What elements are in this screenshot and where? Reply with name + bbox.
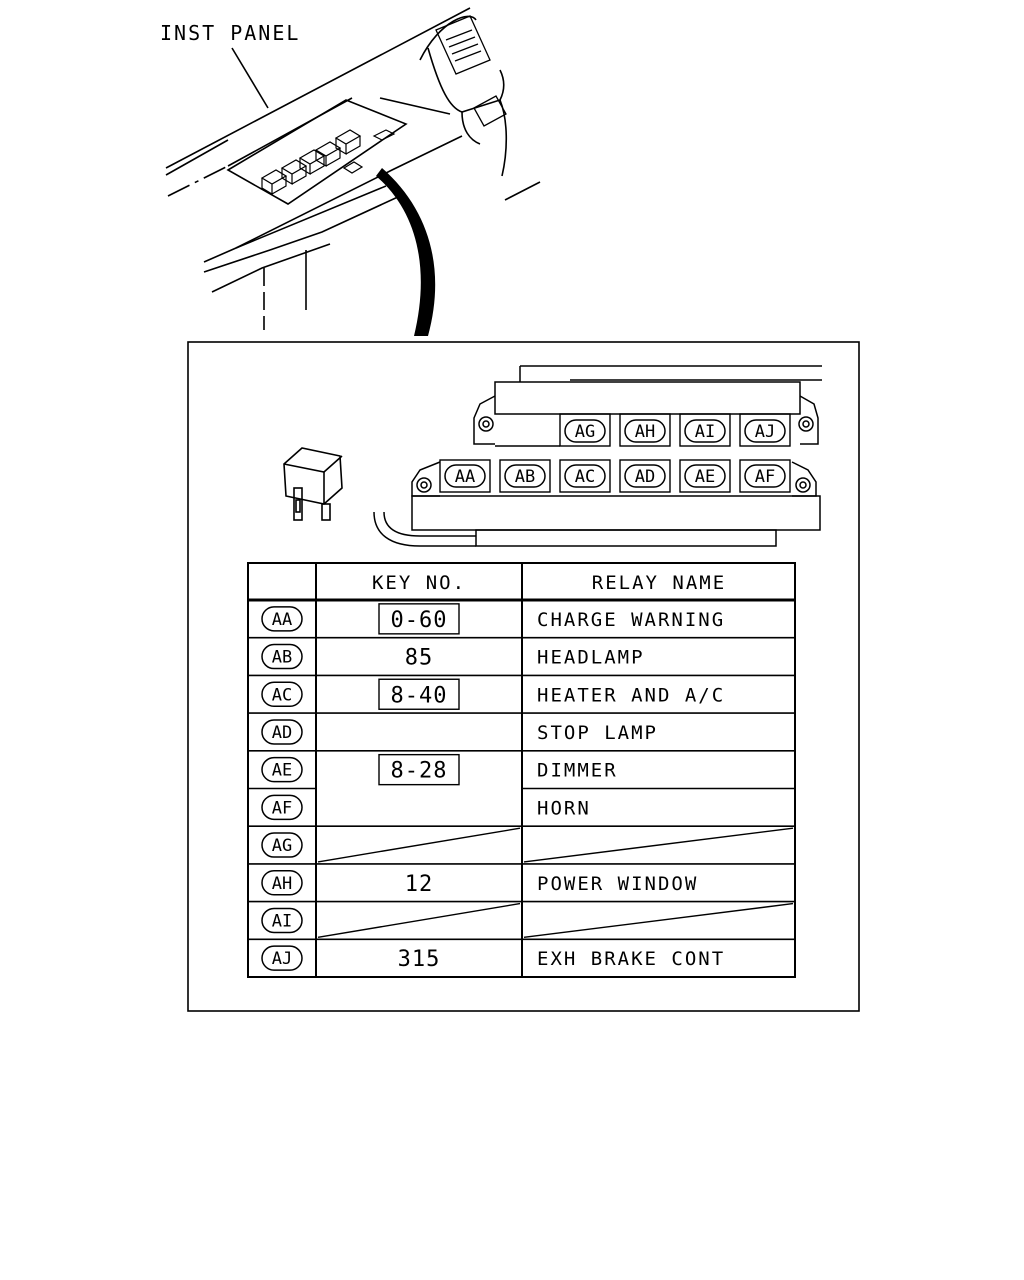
panel-label: INST PANEL [160, 21, 300, 45]
relay-name-value: EXH BRAKE CONT [537, 948, 725, 970]
key-no-value: 8-40 [391, 683, 448, 708]
instrument-panel-sketch [165, 7, 541, 330]
row-code-ae-label: AE [272, 761, 292, 781]
row-code-ab: AB [261, 643, 303, 670]
relay-name-value: HEATER AND A/C [537, 684, 725, 706]
relay-slot-aa: AA [444, 464, 486, 488]
relay-block [373, 365, 822, 547]
key-no-value: 0-60 [391, 608, 448, 633]
key-no-value: 8-28 [391, 759, 448, 784]
relay-name-value: HEADLAMP [537, 647, 645, 669]
table-row: AJ 315 EXH BRAKE CONT [261, 945, 725, 972]
row-code-aa-label: AA [272, 610, 292, 630]
row-code-ad-label: AD [272, 723, 292, 743]
row-code-af: AF [261, 794, 303, 821]
pointer-arrow [376, 168, 436, 336]
blank-key-slash [317, 902, 521, 938]
row-code-af-label: AF [272, 798, 292, 818]
relay-slot-ac: AC [564, 464, 606, 488]
relay-slot-aj-label: AJ [755, 422, 775, 442]
row-code-ac: AC [261, 681, 303, 707]
relay-name-value: POWER WINDOW [537, 873, 698, 895]
relay-icon [283, 447, 343, 521]
table-rows: AA 0-60 CHARGE WARNING AB 85 HEADLAMP AC 8-40 HE… [248, 603, 795, 972]
row-code-aj-label: AJ [272, 949, 292, 969]
relay-slot-aa-label: AA [455, 467, 475, 487]
relay-name-value: STOP LAMP [537, 722, 658, 744]
key-no-box [378, 753, 460, 786]
table-row: AI [248, 902, 795, 941]
table-row: AG [248, 827, 795, 865]
key-no-box [378, 603, 460, 635]
key-no-value: 85 [405, 646, 434, 671]
row-code-ag-label: AG [272, 836, 292, 856]
key-no-box [378, 678, 460, 710]
table-row: AH 12 POWER WINDOW [248, 870, 795, 903]
relay-slot-ah: AH [624, 419, 666, 443]
relay-slot-af-label: AF [755, 467, 775, 487]
relay-slot-ah-label: AH [635, 422, 655, 442]
relay-slot-ab: AB [504, 464, 546, 488]
table-row: AD 8-28 STOP LAMP [248, 719, 795, 786]
table-row: AB 85 HEADLAMP [248, 643, 795, 677]
relay-slot-ad: AD [624, 464, 666, 488]
relay-name-value: CHARGE WARNING [537, 609, 725, 631]
table-row: AC 8-40 HEATER AND A/C [248, 678, 795, 714]
detail-frame [187, 341, 860, 1012]
row-code-ag: AG [261, 832, 303, 858]
relay-slot-ae-label: AE [695, 467, 715, 487]
row-code-ai: AI [261, 907, 303, 934]
row-code-ah: AH [261, 870, 303, 896]
row-code-ae: AE [261, 756, 303, 783]
key-no-value: 315 [398, 947, 441, 972]
relay-slot-ag-label: AG [575, 422, 595, 442]
relay-name-value: HORN [537, 797, 591, 819]
row-code-aa: AA [261, 606, 303, 632]
header-relay-name: RELAY NAME [592, 572, 726, 594]
table-row: AA 0-60 CHARGE WARNING [248, 603, 795, 639]
blank-name-slash [523, 902, 794, 938]
blank-key-slash [317, 827, 521, 863]
header-key-no: KEY NO. [372, 572, 466, 594]
relay-slot-ae: AE [684, 464, 726, 488]
relay-slot-aj: AJ [744, 419, 786, 443]
row-code-ah-label: AH [272, 874, 292, 894]
key-no-value: 12 [405, 872, 434, 897]
relay-slots-top-row: AG AH AI AJ [559, 413, 791, 447]
relay-slot-ad-label: AD [635, 467, 655, 487]
blank-name-slash [523, 827, 794, 863]
table-row: AF HORN [248, 794, 795, 828]
relay-slot-ac-label: AC [575, 467, 595, 487]
relay-name-value: DIMMER [537, 760, 618, 782]
relay-slot-af: AF [744, 464, 786, 488]
relay-slot-ai: AI [684, 419, 726, 443]
row-code-ab-label: AB [272, 648, 292, 668]
table-row: AE DIMMER [248, 756, 795, 790]
relay-slots-bottom-row: AA AB AC AD AE AF [439, 459, 791, 493]
row-code-aj: AJ [261, 945, 303, 971]
row-code-ad: AD [261, 719, 303, 745]
relay-slot-ag: AG [564, 419, 606, 443]
relay-slot-ai-label: AI [695, 422, 715, 442]
row-code-ai-label: AI [272, 911, 292, 931]
relay-slot-ab-label: AB [515, 467, 535, 487]
row-code-ac-label: AC [272, 685, 292, 705]
